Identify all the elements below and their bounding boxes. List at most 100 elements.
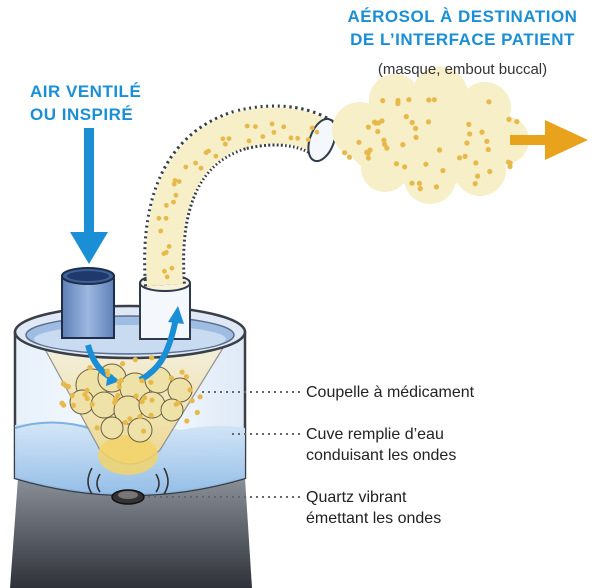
droplet [475, 173, 481, 179]
droplet [166, 244, 172, 249]
air-inlet-pipe [61, 275, 115, 339]
aerosol-output-arrow [510, 120, 588, 160]
aerosol-title-line2: DE L’INTERFACE PATIENT [350, 30, 575, 49]
droplet [417, 186, 423, 192]
droplet [433, 184, 439, 190]
air-input-arrow [70, 128, 108, 264]
droplet [141, 428, 147, 434]
tank-label-line2: conduisant les ondes [306, 447, 457, 464]
droplet [346, 154, 352, 160]
aerosol-cloud [332, 67, 529, 204]
droplet [295, 135, 301, 141]
cup-label: Coupelle à médicament [306, 384, 475, 401]
droplet [184, 418, 190, 424]
droplet [413, 134, 419, 140]
aerosol-droplets [59, 97, 520, 434]
droplet [484, 138, 490, 144]
droplet [179, 369, 185, 375]
droplet [156, 215, 162, 221]
droplet [141, 395, 148, 401]
droplet [168, 375, 175, 381]
droplet [60, 381, 66, 387]
droplet [162, 268, 167, 274]
droplet [118, 377, 124, 383]
droplet [148, 379, 154, 385]
droplet [213, 153, 219, 159]
droplet [89, 401, 95, 407]
droplet [371, 119, 378, 125]
droplet [148, 412, 154, 418]
droplet [426, 97, 432, 103]
droplet [486, 99, 492, 105]
droplet [171, 181, 177, 187]
droplet [395, 97, 401, 104]
droplet [172, 178, 178, 183]
droplet [69, 392, 75, 399]
droplet [173, 192, 179, 198]
droplet [171, 199, 176, 205]
droplet [70, 402, 77, 408]
droplet [473, 160, 479, 166]
droplet [462, 153, 468, 159]
droplet [305, 137, 311, 143]
droplet [105, 371, 111, 378]
air-label: AIR VENTILÉ OU INSPIRÉ [30, 80, 141, 126]
droplet [139, 378, 145, 384]
tank-label-line1: Cuve remplie d’eau [306, 426, 444, 443]
droplet [206, 148, 212, 154]
droplet [425, 119, 432, 125]
droplet [456, 155, 463, 161]
droplet [139, 399, 145, 405]
droplet [356, 139, 362, 145]
droplet [464, 140, 470, 146]
droplet [164, 203, 169, 208]
quartz-label-line2: émettant les ondes [306, 510, 442, 527]
droplet [183, 164, 189, 170]
droplet [149, 397, 155, 403]
droplet [479, 129, 485, 135]
quartz-label-line1: Quartz vibrant [306, 489, 407, 506]
air-label-line1: AIR VENTILÉ [30, 82, 142, 101]
droplet [122, 419, 128, 426]
base-stand [10, 478, 252, 588]
droplet [375, 129, 381, 135]
droplet [382, 141, 388, 147]
droplet [271, 130, 277, 135]
droplet [487, 168, 493, 175]
droplet [253, 124, 258, 129]
droplet [288, 135, 294, 141]
droplet [309, 125, 315, 131]
aerosol-title-line1: AÉROSOL À DESTINATION [347, 7, 578, 26]
droplet [246, 138, 252, 144]
tank-label: Cuve remplie d’eau conduisant les ondes [306, 424, 456, 466]
droplet [400, 142, 406, 148]
droplet [169, 265, 175, 271]
droplet [485, 146, 491, 153]
droplet [472, 181, 478, 187]
droplet [220, 136, 226, 142]
droplet [175, 400, 181, 406]
droplet [137, 414, 143, 420]
droplet [133, 393, 139, 399]
droplet [506, 116, 512, 122]
droplet [176, 179, 182, 184]
droplet [431, 97, 437, 103]
droplet [416, 180, 422, 186]
droplet [406, 97, 412, 103]
droplet [84, 387, 90, 393]
droplet [226, 136, 232, 142]
droplet [132, 357, 138, 363]
droplet [59, 400, 65, 406]
droplet [367, 147, 373, 153]
droplet [113, 396, 119, 402]
droplet [514, 119, 520, 125]
droplet [467, 131, 473, 137]
droplet [161, 251, 167, 256]
droplet [380, 98, 386, 104]
droplet [365, 124, 371, 130]
droplet [222, 141, 228, 147]
droplet [260, 134, 266, 140]
droplet [198, 165, 204, 171]
droplet [466, 121, 472, 127]
